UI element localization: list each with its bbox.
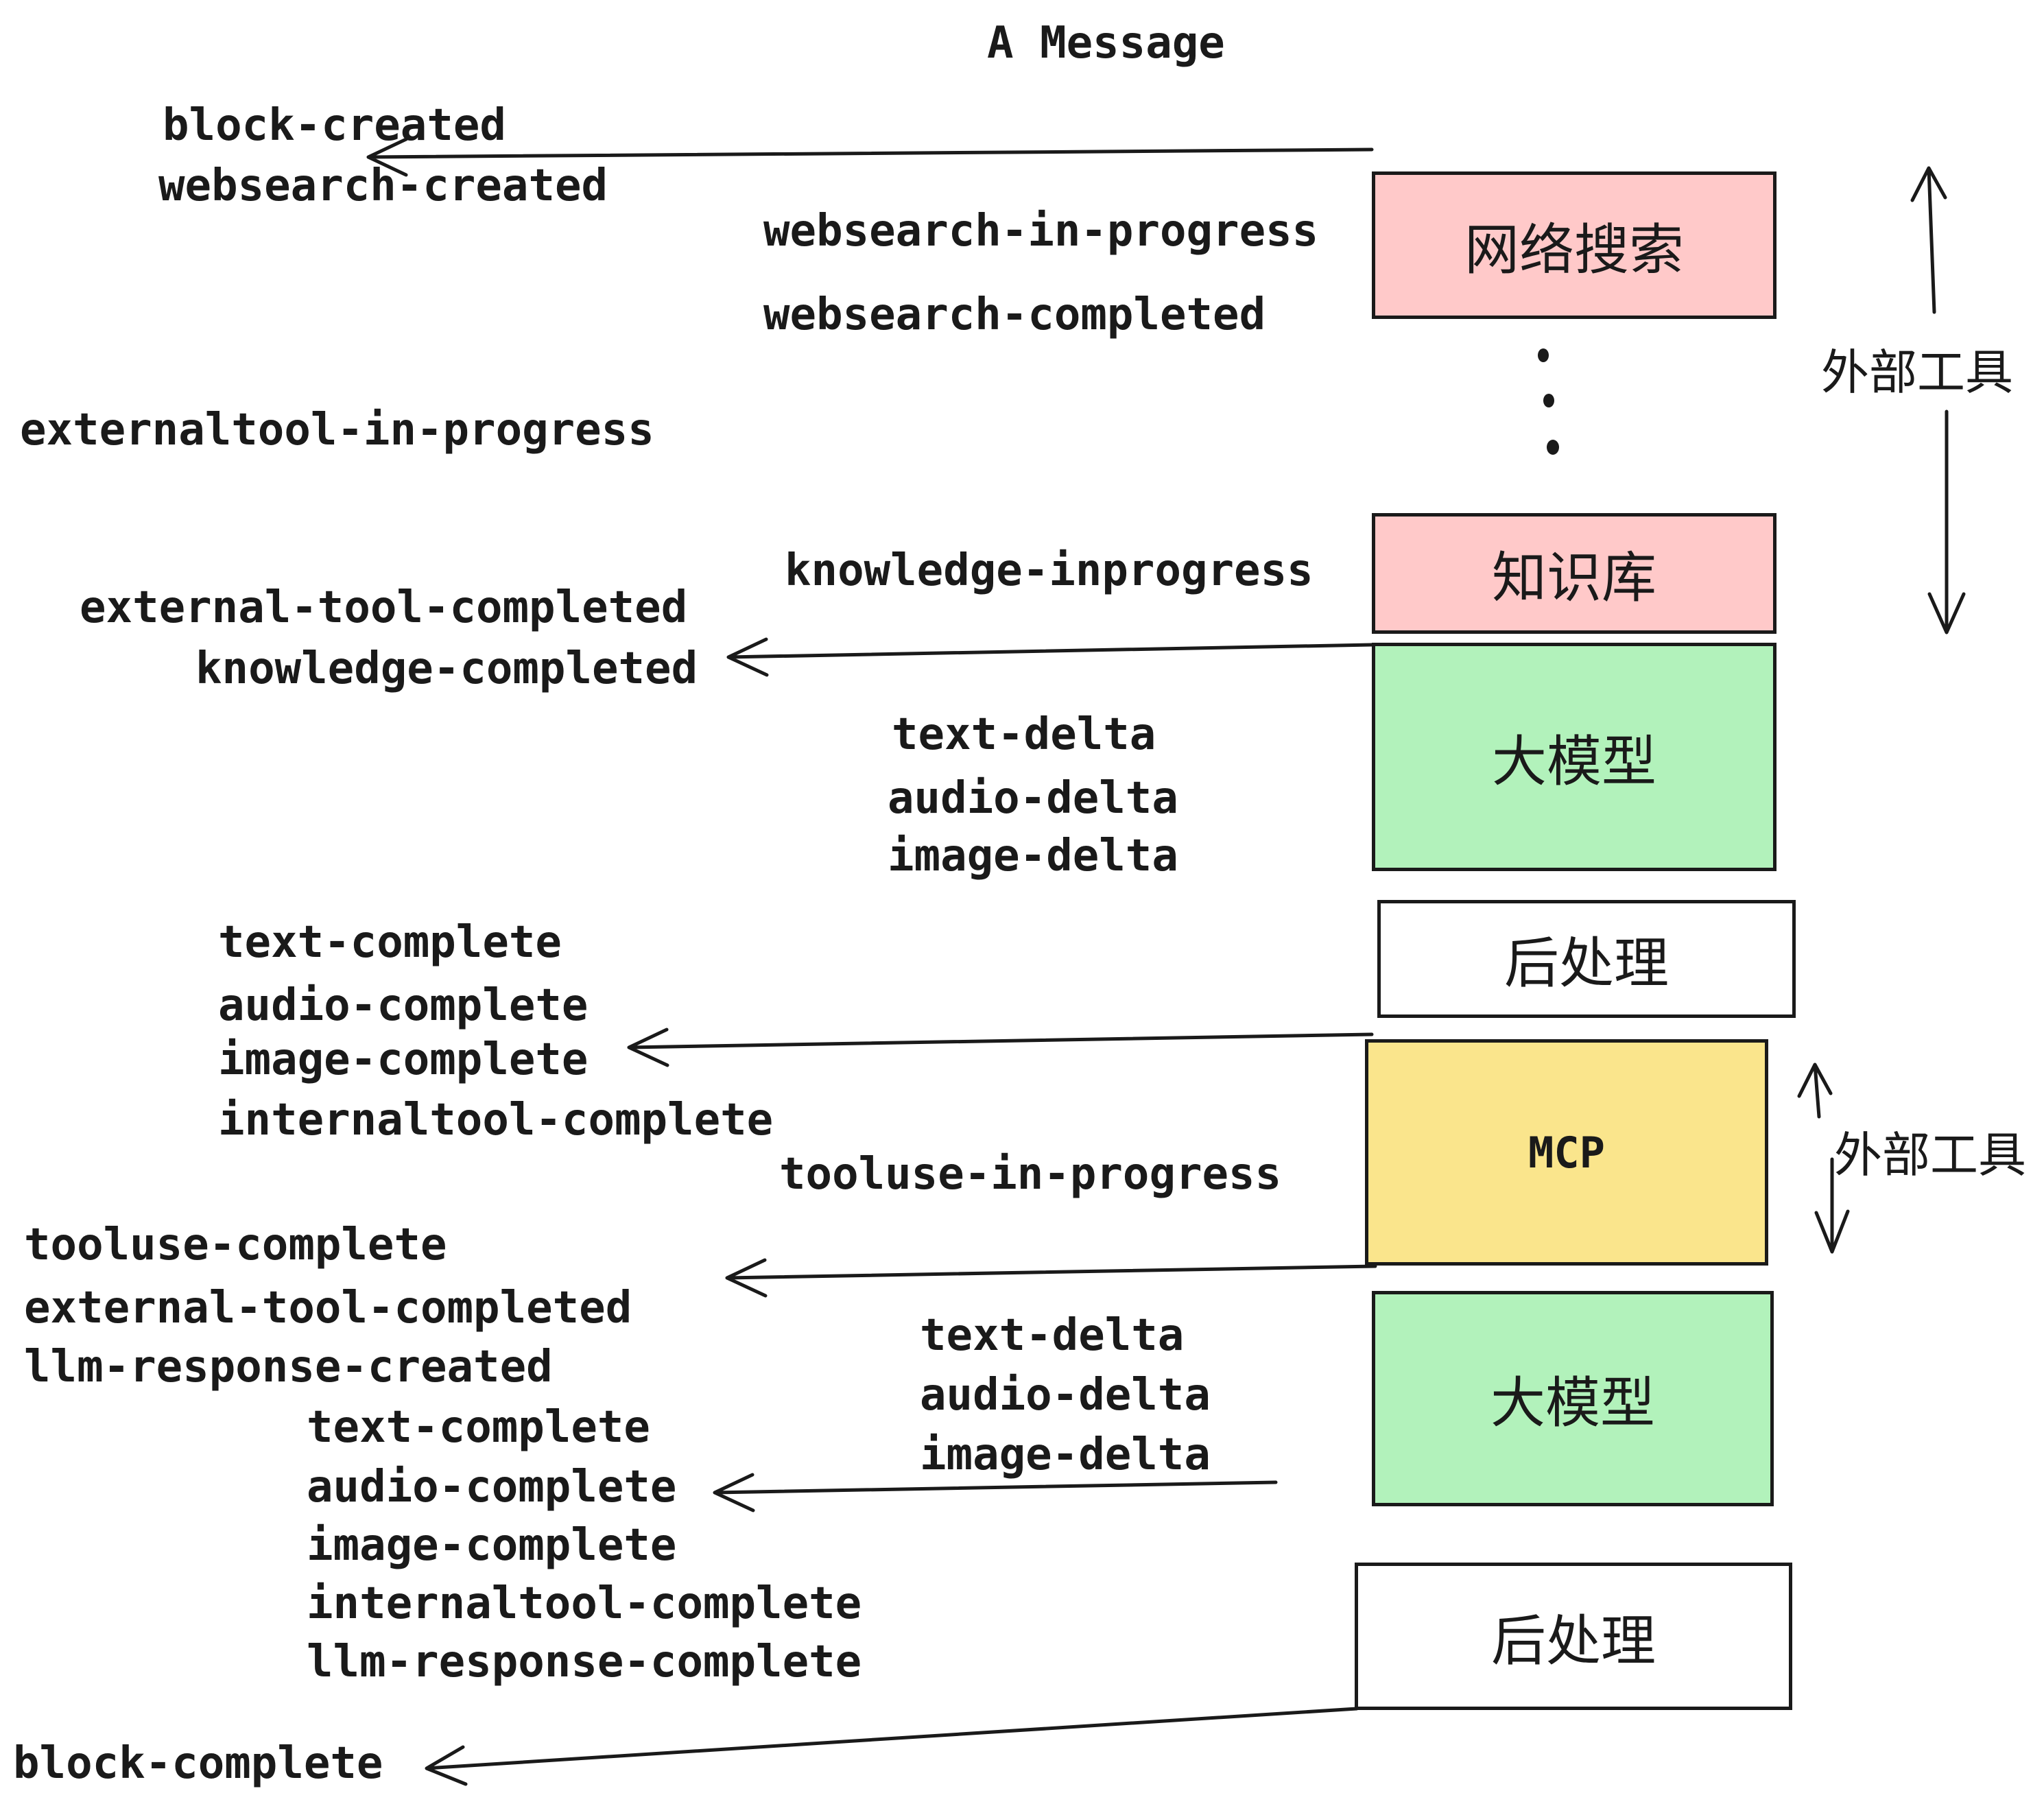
box-mcp: MCP bbox=[1365, 1039, 1768, 1266]
arrow-audio-complete bbox=[713, 1473, 1278, 1512]
label-knowledge-inprogress: knowledge-inprogress bbox=[785, 545, 1314, 596]
label-text-delta: text-delta bbox=[892, 709, 1156, 760]
box-postprocess-1-label: 后处理 bbox=[1504, 931, 1669, 995]
label-block-created: block-created bbox=[163, 100, 506, 151]
label-websearch-completed: websearch-completed bbox=[763, 289, 1266, 340]
vertical-ellipsis bbox=[1538, 348, 1559, 455]
label-text-complete: text-complete bbox=[218, 917, 562, 968]
arrow-image-complete bbox=[627, 1028, 1374, 1067]
label-llm-response-complete: llm-response-complete bbox=[307, 1637, 862, 1687]
box-knowledge-label: 知识库 bbox=[1492, 546, 1656, 610]
diagram-title: A Message bbox=[987, 18, 1225, 69]
external-tools-bottom-down-arrow bbox=[1814, 1157, 1850, 1254]
external-tools-bottom-label: 外部工具 bbox=[1834, 1127, 2026, 1183]
label-image-complete: image-complete bbox=[218, 1034, 589, 1085]
arrow-tooluse-complete bbox=[725, 1258, 1377, 1298]
label-audio-delta: audio-delta bbox=[888, 773, 1178, 824]
arrow-knowledge-completed bbox=[726, 637, 1374, 677]
external-tools-bottom-up-arrow bbox=[1797, 1063, 1833, 1119]
label-knowledge-completed: knowledge-completed bbox=[195, 643, 698, 694]
label-image-delta-2: image-delta bbox=[920, 1429, 1211, 1480]
label-audio-delta-2: audio-delta bbox=[920, 1370, 1211, 1421]
label-external-tool-completed: external-tool-completed bbox=[80, 582, 688, 633]
label-websearch-in-progress: websearch-in-progress bbox=[763, 206, 1319, 257]
label-internaltool-complete: internaltool-complete bbox=[218, 1095, 774, 1146]
box-llm-1-label: 大模型 bbox=[1492, 729, 1656, 794]
box-llm-2: 大模型 bbox=[1372, 1291, 1774, 1506]
label-externaltool-in-progress: externaltool-in-progress bbox=[20, 405, 654, 455]
external-tools-top-label: 外部工具 bbox=[1821, 344, 2013, 401]
box-llm-2-label: 大模型 bbox=[1490, 1371, 1655, 1435]
label-tooluse-complete: tooluse-complete bbox=[24, 1220, 447, 1270]
label-internaltool-complete-2: internaltool-complete bbox=[307, 1578, 862, 1629]
external-tools-top-up-arrow bbox=[1910, 166, 1947, 314]
label-tooluse-in-progress: tooluse-in-progress bbox=[779, 1149, 1282, 1200]
label-text-complete-2: text-complete bbox=[307, 1402, 650, 1453]
label-websearch-created: websearch-created bbox=[158, 161, 608, 211]
arrow-block-complete bbox=[425, 1707, 1359, 1786]
label-image-delta: image-delta bbox=[888, 831, 1178, 881]
label-image-complete-2: image-complete bbox=[307, 1520, 677, 1571]
label-text-delta-2: text-delta bbox=[920, 1310, 1185, 1361]
arrow-block-created bbox=[366, 137, 1374, 177]
label-llm-response-created: llm-response-created bbox=[24, 1342, 553, 1392]
label-audio-complete: audio-complete bbox=[218, 980, 589, 1031]
box-websearch: 网络搜索 bbox=[1372, 171, 1776, 319]
box-llm-1: 大模型 bbox=[1372, 643, 1776, 871]
external-tools-top-down-arrow bbox=[1927, 410, 1966, 634]
box-postprocess-2-label: 后处理 bbox=[1491, 1609, 1656, 1673]
box-mcp-label: MCP bbox=[1528, 1127, 1605, 1178]
label-audio-complete-2: audio-complete bbox=[307, 1462, 677, 1512]
box-knowledge: 知识库 bbox=[1372, 513, 1776, 634]
label-block-complete: block-complete bbox=[13, 1738, 383, 1789]
box-postprocess-2: 后处理 bbox=[1355, 1563, 1792, 1710]
box-websearch-label: 网络搜索 bbox=[1464, 217, 1684, 282]
label-external-tool-completed-2: external-tool-completed bbox=[24, 1283, 632, 1333]
box-postprocess-1: 后处理 bbox=[1377, 900, 1796, 1018]
